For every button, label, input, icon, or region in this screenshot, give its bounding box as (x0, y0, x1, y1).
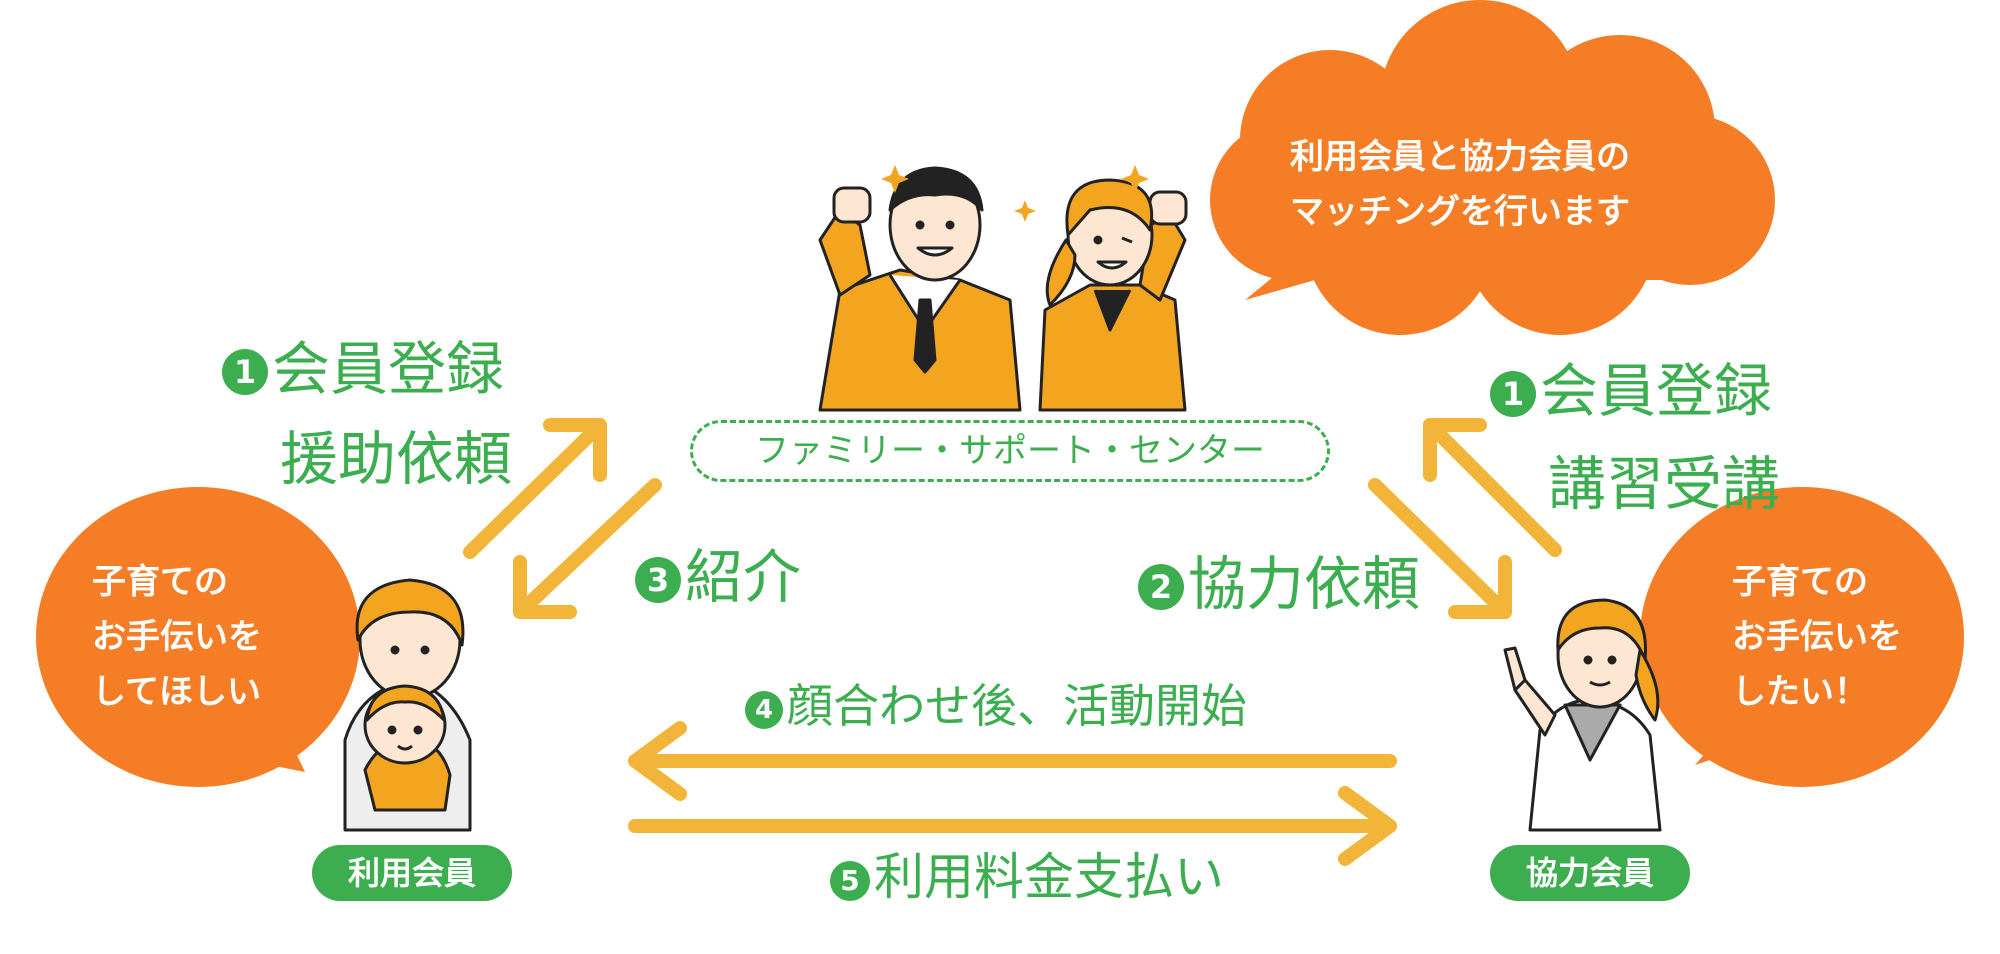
right-bubble-line1: 子育ての (1732, 555, 1902, 610)
center-bubble-line1: 利用会員と協力会員の (1290, 130, 1630, 185)
user-member-illustration (345, 580, 470, 830)
center-bubble-text: 利用会員と協力会員の マッチングを行います (1290, 130, 1630, 240)
center-bubble-line2: マッチングを行います (1290, 185, 1630, 240)
right-bubble-text: 子育ての お手伝いを したい！ (1732, 555, 1902, 720)
support-member-illustration (1505, 600, 1660, 830)
arrows (470, 425, 1555, 859)
right-step1-line2: 講習受講 (1548, 455, 1780, 513)
left-step1-text: 会員登録 (272, 335, 504, 403)
left-bubble-line2: お手伝いを (92, 610, 262, 665)
step-number-4: 4 (745, 691, 783, 729)
step3-text: 紹介 (685, 543, 801, 611)
step-number-1-left: 1 (222, 349, 268, 395)
right-bubble-line2: お手伝いを (1732, 610, 1902, 665)
left-step1-line2: 援助依頼 (280, 430, 512, 488)
user-member-badge: 利用会員 (312, 845, 512, 901)
step4-text: 顔合わせ後、活動開始 (787, 679, 1247, 733)
left-bubble-line3: してほしい (92, 665, 262, 720)
left-bubble-text: 子育ての お手伝いを してほしい (92, 555, 262, 720)
left-bubble-line1: 子育ての (92, 555, 262, 610)
step5-text: 利用料金支払い (874, 848, 1224, 906)
support-member-badge: 協力会員 (1490, 845, 1690, 901)
right-step1-text: 会員登録 (1540, 357, 1772, 425)
step-number-2: 2 (1138, 564, 1184, 610)
family-support-center-label: ファミリー・サポート・センター (690, 420, 1330, 482)
step-number-3: 3 (635, 557, 681, 603)
arrow-right-register (1430, 425, 1555, 550)
staff-illustration (820, 165, 1186, 410)
step-number-5: 5 (830, 861, 870, 901)
step2-text: 協力依頼 (1188, 550, 1420, 618)
step-number-1-right: 1 (1490, 371, 1536, 417)
right-bubble-line3: したい！ (1732, 665, 1902, 720)
